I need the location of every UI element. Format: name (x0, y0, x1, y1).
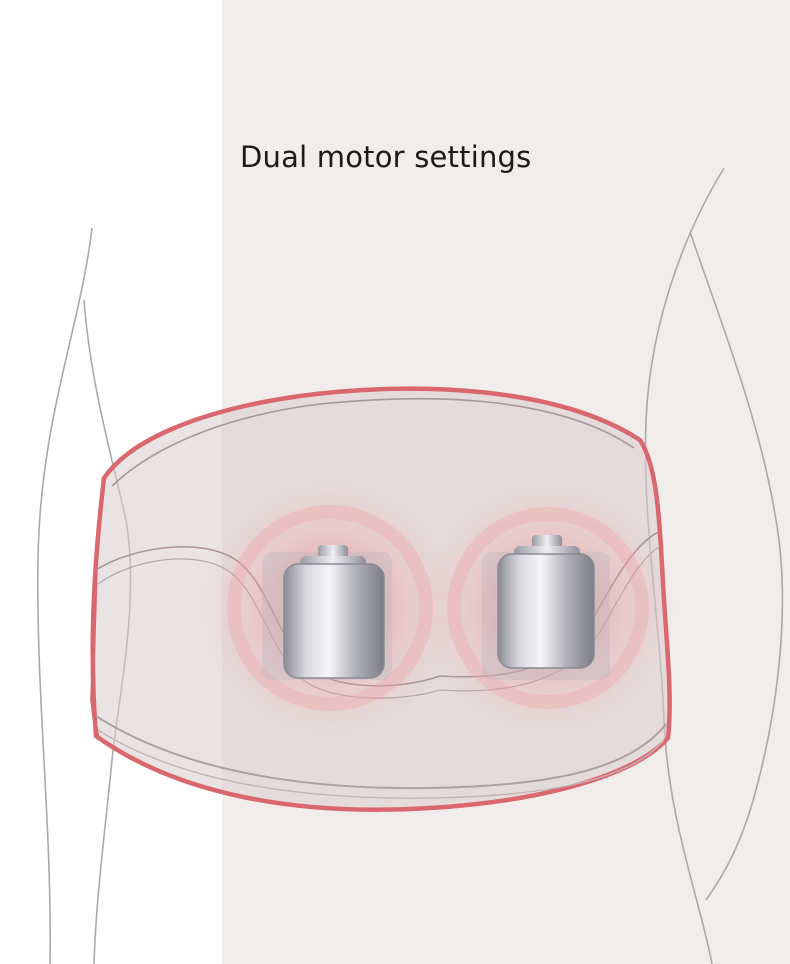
right-motor (482, 535, 610, 680)
belt-top-stitch (111, 397, 635, 487)
left-motor-body (283, 563, 385, 679)
left-motor (262, 545, 392, 680)
belt-left-edge-fold (90, 569, 100, 739)
caption-title: Dual motor settings (240, 140, 532, 174)
torso-left-outer-line (37, 227, 93, 964)
right-vibration-ring (447, 507, 649, 709)
right-motor-body (497, 553, 595, 669)
belt-lower-band (95, 715, 667, 790)
torso-right-inner-line (689, 231, 784, 901)
belt-lower-band-2 (97, 729, 665, 799)
